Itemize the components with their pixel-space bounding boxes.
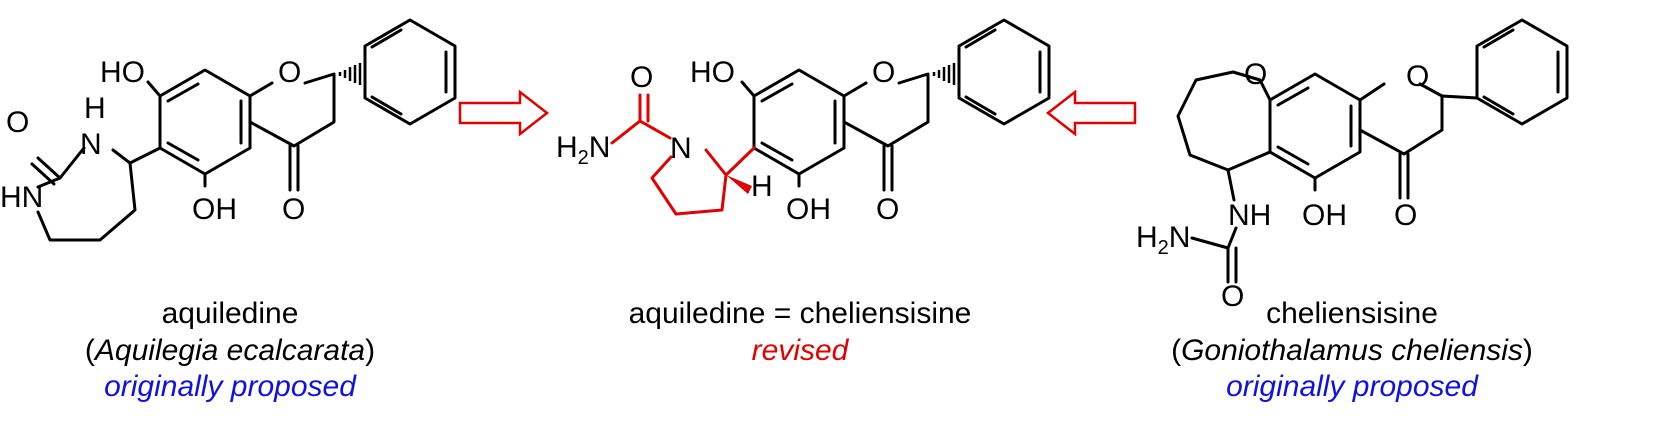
aromatic-ring: [1268, 72, 1362, 180]
hashed-stereo-bond: [338, 63, 362, 85]
diazepanone-ring: [111, 146, 162, 165]
oxepane-ring: [1176, 70, 1272, 172]
aquiledine-structure: HO O O H N HN OH O: [0, 18, 457, 242]
caption-cheliensisine: cheliensisine: [1266, 297, 1438, 330]
atom-o-ketone: O: [876, 193, 899, 226]
atom-o-ring: O: [872, 56, 895, 89]
arrow-left-icon: [1045, 89, 1137, 137]
caption-goniothalamus: (Goniothalamus cheliensis): [1171, 334, 1533, 367]
aromatic-ring: [158, 68, 252, 176]
atom-o-ring: O: [278, 56, 301, 89]
atom-n-pyrrolidine: N: [670, 132, 692, 165]
phenyl-ring: [957, 18, 1051, 126]
revised-structure: O H2N N H HO O OH O: [556, 18, 1051, 226]
atom-o-carbonyl: O: [630, 61, 653, 94]
atom-nh: NH: [1228, 199, 1271, 232]
atom-o-ketone: O: [282, 193, 305, 226]
caption-revised-equation: aquiledine = cheliensisine: [629, 297, 972, 330]
atom-ho: HO: [100, 56, 145, 89]
aromatic-ring: [752, 68, 846, 176]
status-revised: revised: [752, 334, 850, 367]
status-originally-proposed-right: originally proposed: [1226, 370, 1479, 403]
atom-o-urea: O: [6, 106, 29, 139]
atom-nh-n: N: [80, 128, 102, 161]
pyranone-ring: [248, 72, 336, 148]
wedge-stereo-bond: [726, 175, 752, 194]
hashed-stereo-bond: [932, 63, 956, 85]
phenyl-ring: [1475, 18, 1569, 126]
atom-oh: OH: [192, 193, 237, 226]
caption-aquiledine: aquiledine: [162, 297, 299, 330]
atom-o-oxepane: O: [1244, 58, 1267, 91]
atom-h2n: H2N: [556, 131, 610, 169]
atom-h-stereo: H: [751, 170, 773, 203]
atom-nh-h: H: [84, 92, 106, 125]
atom-hn: HN: [0, 181, 43, 214]
caption-aquilegia: (Aquilegia ecalcarata): [85, 334, 375, 367]
cheliensisine-structure: O O NH OH O H2N O: [1136, 18, 1569, 313]
pyranone-ring: [842, 72, 930, 148]
status-originally-proposed-left: originally proposed: [104, 370, 357, 403]
atom-o-ring: O: [1406, 60, 1429, 93]
pyrrolidine-ring: [650, 155, 728, 216]
pyranone-ring: [1358, 82, 1444, 156]
atom-oh: OH: [786, 193, 831, 226]
atom-o-urea: O: [1221, 280, 1244, 313]
atom-oh: OH: [1302, 199, 1347, 232]
phenyl-ring: [363, 18, 457, 126]
atom-ho: HO: [690, 56, 735, 89]
arrow-right-icon: [458, 89, 550, 137]
atom-o-ketone: O: [1394, 199, 1417, 232]
atom-h2n: H2N: [1136, 221, 1190, 259]
